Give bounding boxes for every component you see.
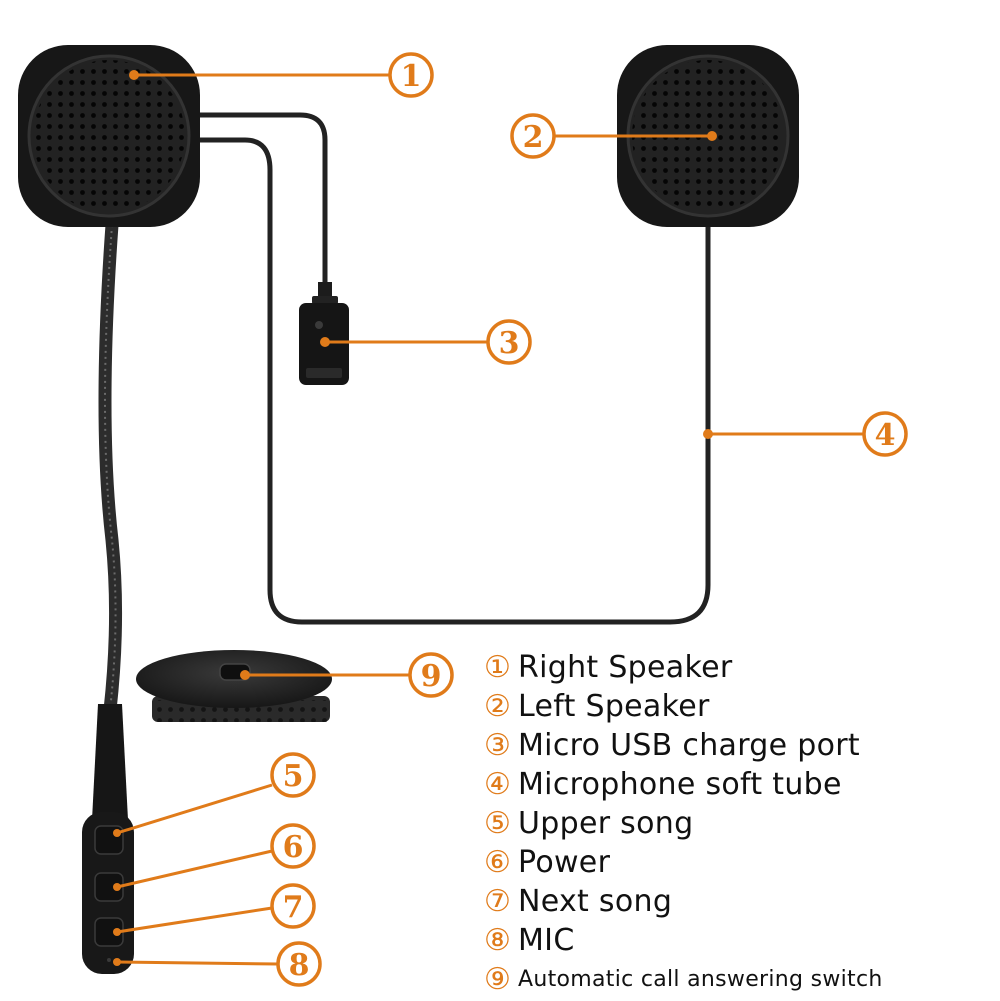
micro-usb-connector (299, 282, 349, 385)
leader-lines (116, 73, 864, 966)
right-speaker (18, 45, 200, 227)
legend-item-call-switch: ⑨ Automatic call answering switch (484, 960, 994, 999)
speaker-link-cable (195, 137, 711, 625)
legend-item-microphone-tube: ④ Microphone soft tube (484, 765, 994, 804)
legend-number: ③ (484, 727, 511, 763)
legend-number: ⑨ (484, 961, 511, 997)
gooseneck-tube (98, 218, 123, 717)
callout-6: 6 (283, 830, 304, 865)
legend-label: Microphone soft tube (518, 767, 842, 802)
callout-9: 9 (421, 659, 442, 694)
legend-item-mic: ⑧ MIC (484, 921, 994, 960)
cables (195, 112, 711, 625)
callout-7: 7 (283, 890, 304, 925)
legend-number: ⑦ (484, 883, 511, 919)
callout-3: 3 (499, 326, 520, 361)
legend-item-next-song: ⑦ Next song (484, 882, 994, 921)
callout-8: 8 (289, 948, 310, 983)
legend-item-power: ⑥ Power (484, 843, 994, 882)
usb-cable (195, 112, 328, 293)
legend-item-left-speaker: ② Left Speaker (484, 687, 994, 726)
callout-4: 4 (875, 418, 896, 453)
leader-dots (113, 70, 717, 966)
legend-item-right-speaker: ① Right Speaker (484, 648, 994, 687)
legend-item-usb-port: ③ Micro USB charge port (484, 726, 994, 765)
callout-2: 2 (523, 120, 544, 155)
legend-number: ⑥ (484, 844, 511, 880)
legend-label: Right Speaker (518, 650, 733, 685)
call-switch-pad (136, 650, 332, 722)
legend-label: MIC (518, 923, 575, 958)
legend-label: Automatic call answering switch (518, 967, 883, 992)
legend-label: Next song (518, 884, 673, 919)
callout-5: 5 (283, 759, 304, 794)
legend-label: Upper song (518, 806, 694, 841)
legend-number: ⑧ (484, 922, 511, 958)
legend-label: Left Speaker (518, 689, 710, 724)
legend-item-upper-song: ⑤ Upper song (484, 804, 994, 843)
remote-control-module (82, 704, 134, 974)
legend-number: ① (484, 649, 511, 685)
legend-number: ⑤ (484, 805, 511, 841)
callout-1: 1 (401, 59, 422, 94)
legend-label: Micro USB charge port (518, 728, 860, 763)
legend-number: ④ (484, 766, 511, 802)
legend-list: ① Right Speaker ② Left Speaker ③ Micro U… (484, 648, 994, 999)
callout-circles (270, 52, 908, 987)
legend-number: ② (484, 688, 511, 724)
legend-label: Power (518, 845, 611, 880)
